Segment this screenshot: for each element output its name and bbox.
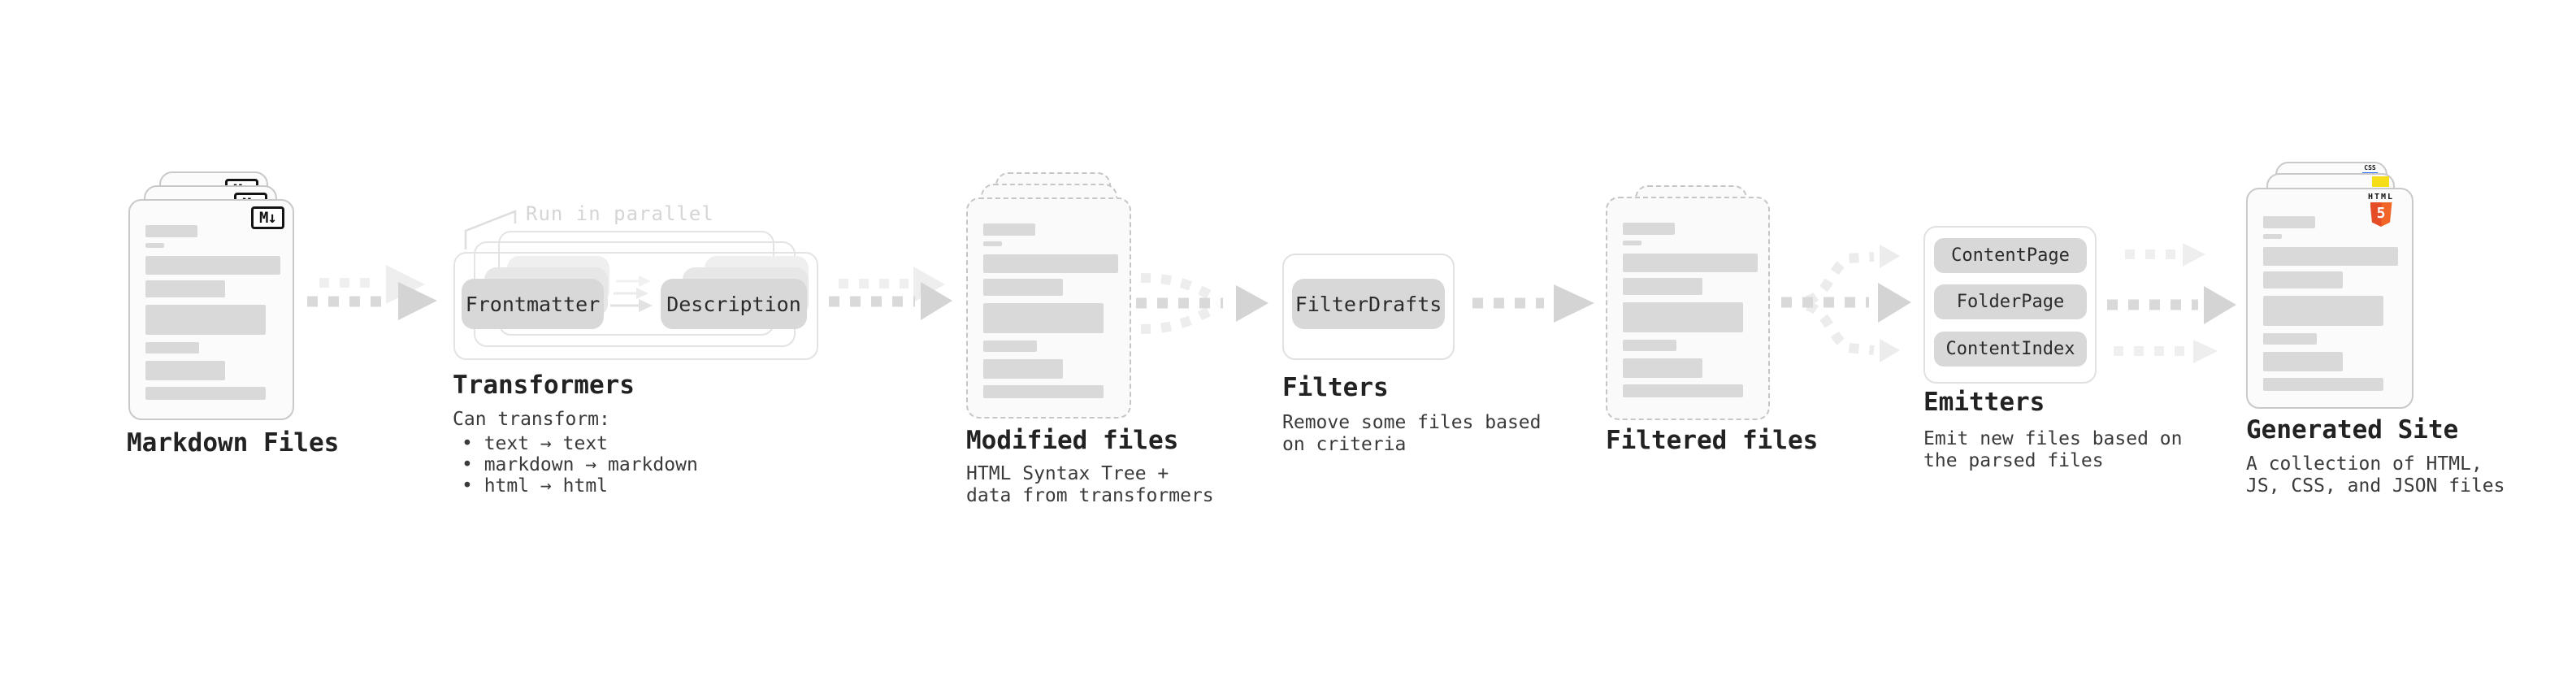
arrow-filtered-to-emitters-fanout — [1781, 245, 1911, 362]
file-card-front — [1606, 197, 1770, 420]
text-placeholder-bar — [145, 342, 199, 354]
transformer-step-frontmatter: Frontmatter — [462, 279, 604, 329]
arrow-filters-to-filtered — [1472, 284, 1594, 323]
text-placeholder-bar — [983, 254, 1118, 273]
text-placeholder-bar — [2263, 234, 2282, 239]
arrow-emitters-to-generated — [2107, 243, 2236, 363]
file-card-front — [966, 197, 1131, 419]
text-placeholder-bar — [2263, 296, 2383, 326]
emitter-step-contentindex: ContentIndex — [1934, 332, 2087, 367]
run-in-parallel-note: Run in parallel — [526, 202, 714, 225]
caption-line: HTML Syntax Tree + — [966, 463, 1169, 484]
filters-caption: Remove some files based on criteria — [1282, 412, 1542, 456]
html5-icon-label: HTML — [2367, 193, 2395, 202]
run-in-parallel-leader-line — [464, 210, 517, 249]
file-card-front: HTML 5 — [2246, 188, 2413, 409]
text-placeholder-bar — [1623, 241, 1641, 245]
text-placeholder-bar — [983, 241, 1002, 246]
arrow-transformers-to-modified — [829, 267, 952, 320]
stage-label-emitters: Emitters — [1923, 388, 2045, 417]
bullet-item: • markdown → markdown — [462, 454, 698, 475]
text-placeholder-bar — [145, 280, 225, 297]
text-placeholder-bar — [2263, 247, 2398, 266]
text-placeholder-bar — [1623, 358, 1702, 378]
html5-icon-number: 5 — [2376, 205, 2386, 222]
caption-line: JS, CSS, and JSON files — [2246, 475, 2505, 497]
bullet-item: • html → html — [462, 475, 609, 497]
bullet-item: • text → text — [462, 433, 609, 454]
caption-line: A collection of HTML, — [2246, 453, 2483, 475]
caption-line: Remove some files based — [1282, 412, 1542, 433]
emitters-caption: Emit new files based on the parsed files — [1923, 428, 2183, 472]
file-card-front: M↓ — [128, 199, 294, 420]
text-placeholder-bar — [1623, 302, 1743, 332]
transformer-step-description: Description — [661, 279, 807, 329]
caption-line: the parsed files — [1923, 450, 2104, 471]
text-placeholder-bar — [983, 385, 1104, 398]
text-placeholder-bar — [2263, 378, 2383, 391]
text-placeholder-bar — [2263, 352, 2343, 371]
modified-files-caption: HTML Syntax Tree + data from transformer… — [966, 463, 1214, 507]
text-placeholder-bar — [145, 305, 266, 335]
text-placeholder-bar — [2263, 333, 2317, 345]
caption-line: data from transformers — [966, 485, 1214, 506]
text-placeholder-bar — [1623, 223, 1675, 235]
caption-line: Emit new files based on — [1923, 428, 2183, 449]
text-placeholder-bar — [145, 243, 164, 248]
text-placeholder-bar — [983, 303, 1104, 333]
text-placeholder-bar — [1623, 278, 1702, 295]
emitter-step-folderpage: FolderPage — [1934, 284, 2087, 319]
transformer-box-front — [453, 252, 818, 360]
text-placeholder-bar — [1623, 340, 1676, 351]
stage-label-generated-site: Generated Site — [2246, 415, 2459, 445]
generated-site-caption: A collection of HTML, JS, CSS, and JSON … — [2246, 453, 2505, 497]
text-placeholder-bar — [1623, 384, 1743, 397]
stage-label-modified-files: Modified files — [966, 426, 1179, 455]
emitter-step-contentpage: ContentPage — [1934, 238, 2087, 273]
transformers-caption-title: Can transform: — [453, 409, 610, 430]
text-placeholder-bar — [2263, 271, 2343, 288]
stage-label-markdown-files: Markdown Files — [127, 428, 340, 458]
text-placeholder-bar — [145, 361, 225, 380]
text-placeholder-bar — [983, 279, 1063, 296]
text-placeholder-bar — [2263, 216, 2315, 228]
html5-icon-shield: 5 — [2370, 202, 2392, 227]
text-placeholder-bar — [145, 387, 266, 400]
stage-label-filtered-files: Filtered files — [1606, 426, 1819, 455]
text-placeholder-bar — [145, 225, 197, 237]
stage-label-transformers: Transformers — [453, 371, 635, 400]
text-placeholder-bar — [145, 256, 280, 275]
markdown-icon: M↓ — [251, 206, 284, 229]
filter-step-filterdrafts: FilterDrafts — [1292, 279, 1445, 329]
text-placeholder-bar — [983, 340, 1037, 352]
javascript-icon — [2372, 176, 2389, 187]
arrow-frontmatter-to-description — [610, 275, 653, 312]
arrow-markdown-to-transformers — [307, 265, 437, 320]
text-placeholder-bar — [983, 359, 1063, 379]
text-placeholder-bar — [983, 223, 1035, 236]
text-placeholder-bar — [1623, 254, 1758, 272]
css3-icon-label: CSS — [2364, 164, 2376, 171]
transformers-bullet-list: • text → text • markdown → markdown • ht… — [462, 433, 698, 497]
caption-line: on criteria — [1282, 434, 1407, 455]
html5-icon: HTML 5 — [2360, 193, 2402, 227]
stage-label-filters: Filters — [1282, 373, 1389, 402]
arrow-modified-to-filters-merge — [1136, 273, 1268, 334]
